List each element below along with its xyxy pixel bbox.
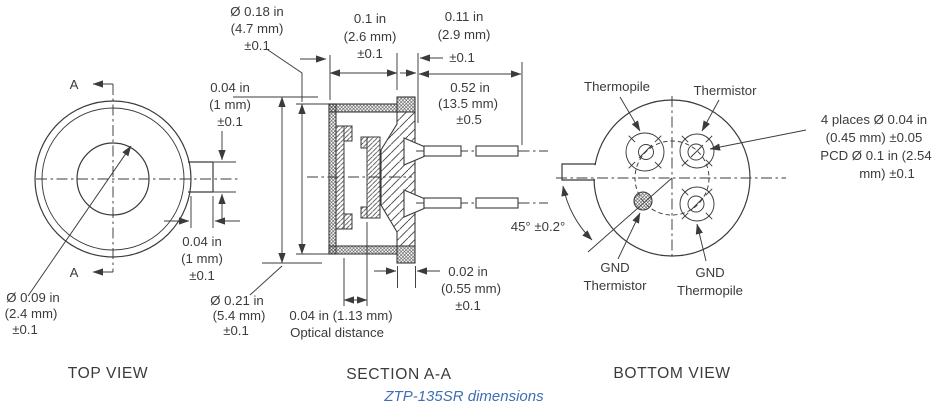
- svg-text:±0.1: ±0.1: [189, 268, 215, 283]
- lead-pins: [423, 145, 519, 209]
- section-view-title: SECTION A-A: [346, 366, 451, 383]
- tab-width-label: 0.04 in (1 mm) ±0.1: [181, 234, 223, 283]
- svg-text:(5.4 mm): (5.4 mm): [213, 308, 266, 323]
- svg-text:GND: GND: [600, 260, 629, 275]
- svg-text:±0.1: ±0.1: [223, 323, 249, 338]
- locating-tab: [188, 161, 214, 193]
- tab-notch-patch: [584, 165, 599, 179]
- svg-text:Optical distance: Optical distance: [290, 325, 384, 340]
- top-dimensions: [300, 53, 523, 145]
- thermopile-pin: [625, 132, 665, 172]
- section-marker-bottom: A: [70, 265, 79, 280]
- sensor-pedestal: [360, 136, 381, 219]
- thermistor-label: Thermistor: [693, 83, 757, 98]
- filter-window: [335, 125, 353, 230]
- svg-text:(2.9 mm): (2.9 mm): [438, 27, 491, 42]
- svg-text:(13.5 mm): (13.5 mm): [438, 96, 498, 111]
- tab-width-dimension: [164, 196, 240, 228]
- angle-label: 45° ±0.2°: [511, 219, 565, 234]
- gnd-thermopile-leader: [695, 223, 707, 262]
- tab-height-dimension: [188, 131, 236, 222]
- section-marker-top: A: [70, 77, 79, 92]
- svg-text:±0.1: ±0.1: [357, 46, 383, 61]
- gnd-thermistor-label: GND Thermistor: [583, 260, 647, 293]
- svg-text:(4.7 mm): (4.7 mm): [231, 21, 284, 36]
- bottom-view-title: BOTTOM VIEW: [613, 365, 730, 382]
- tab-height-label: 0.04 in (1 mm) ±0.1: [209, 80, 251, 129]
- svg-text:Thermopile: Thermopile: [677, 283, 743, 298]
- svg-text:0.04 in (1.13 mm): 0.04 in (1.13 mm): [289, 308, 392, 323]
- thermistor-pin: [679, 133, 715, 169]
- pin-angle-line: [587, 177, 673, 253]
- total-length-label: 0.52 in (13.5 mm) ±0.5: [438, 80, 498, 127]
- aperture-leader: [27, 145, 132, 297]
- svg-text:Thermistor: Thermistor: [583, 278, 647, 293]
- svg-text:GND: GND: [695, 265, 724, 280]
- svg-text:(2.6 mm): (2.6 mm): [344, 29, 397, 44]
- svg-text:4 places Ø 0.04 in: 4 places Ø 0.04 in: [821, 112, 927, 127]
- bottom-dimensions: [343, 222, 440, 306]
- thermistor-leader: [701, 99, 720, 132]
- figure-caption: ZTP-135SR dimensions: [383, 388, 544, 405]
- svg-text:0.11 in: 0.11 in: [445, 9, 484, 24]
- gnd-thermistor-pin: [633, 191, 653, 211]
- svg-text:(0.55 mm): (0.55 mm): [441, 281, 501, 296]
- svg-text:PCD Ø 0.1 in (2.54: PCD Ø 0.1 in (2.54: [820, 148, 931, 163]
- glass-seal-top: [403, 137, 425, 166]
- four-places-leader: [709, 129, 807, 151]
- locating-tab-bottom: [561, 163, 596, 181]
- svg-text:0.04 in: 0.04 in: [182, 234, 222, 249]
- svg-text:±0.1: ±0.1: [12, 322, 38, 337]
- svg-text:0.02 in: 0.02 in: [448, 264, 488, 279]
- bottom-view: 45° ±0.2° Thermopile Thermistor 4 places…: [511, 79, 932, 382]
- flange-dia-label: Ø 0.21 in (5.4 mm) ±0.1: [210, 293, 265, 338]
- gnd-thermopile-label: GND Thermopile: [677, 265, 743, 298]
- svg-text:±0.1: ±0.1: [455, 298, 481, 313]
- svg-text:0.04 in: 0.04 in: [210, 80, 250, 95]
- optical-distance-label: 0.04 in (1.13 mm) Optical distance: [289, 308, 392, 340]
- flange-thickness-label: 0.02 in (0.55 mm) ±0.1: [441, 264, 501, 313]
- gnd-thermopile-pin: [679, 186, 715, 222]
- glass-seal-bottom: [403, 189, 425, 218]
- can-body-dia-label: Ø 0.18 in (4.7 mm) ±0.1: [230, 4, 284, 53]
- svg-text:(1 mm): (1 mm): [209, 97, 251, 112]
- header-height-label: 0.11 in (2.9 mm) ±0.1: [438, 9, 491, 65]
- svg-text:Ø 0.18 in: Ø 0.18 in: [230, 4, 284, 19]
- svg-text:(0.45 mm) ±0.05: (0.45 mm) ±0.05: [826, 130, 923, 145]
- cap-height-label: 0.1 in (2.6 mm) ±0.1: [344, 11, 397, 61]
- svg-text:Ø 0.21 in: Ø 0.21 in: [210, 293, 264, 308]
- svg-text:Ø 0.09 in: Ø 0.09 in: [6, 290, 60, 305]
- top-view-title: TOP VIEW: [68, 365, 148, 382]
- thermopile-leader: [619, 96, 641, 132]
- section-view: Ø 0.18 in (4.7 mm) ±0.1 Ø 0.21 in (5.4 m…: [210, 4, 548, 383]
- svg-text:±0.1: ±0.1: [449, 50, 475, 65]
- aperture-dimension-label: Ø 0.09 in (2.4 mm) ±0.1: [5, 290, 60, 337]
- svg-text:0.1 in: 0.1 in: [354, 11, 386, 26]
- pin-diameter-label: 4 places Ø 0.04 in (0.45 mm) ±0.05 PCD Ø…: [820, 112, 931, 181]
- svg-text:mm) ±0.1: mm) ±0.1: [859, 166, 915, 181]
- diameter-dimensions: [233, 49, 340, 296]
- svg-text:0.52 in: 0.52 in: [450, 80, 490, 95]
- svg-text:±0.1: ±0.1: [217, 114, 243, 129]
- svg-text:(2.4 mm): (2.4 mm): [5, 306, 58, 321]
- angle-arc: [561, 185, 593, 241]
- svg-text:±0.1: ±0.1: [244, 38, 270, 53]
- top-view: A A Ø 0.09 in (2.4 mm) ±0.1 0.04 in (1 m…: [5, 77, 251, 382]
- gnd-thermistor-leader: [617, 212, 641, 260]
- header-cross-section: [380, 111, 416, 247]
- svg-text:(1 mm): (1 mm): [181, 251, 223, 266]
- svg-text:±0.5: ±0.5: [456, 112, 482, 127]
- thermopile-label: Thermopile: [584, 79, 650, 94]
